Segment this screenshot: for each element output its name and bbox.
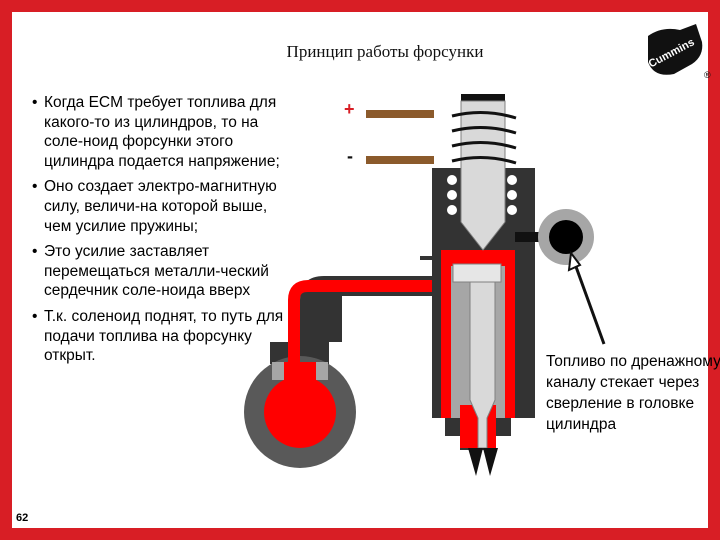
plus-sign: +	[344, 99, 355, 119]
wire-minus	[366, 156, 434, 164]
drain-ball-inner	[549, 220, 583, 254]
bullet-list: • Когда ECM требует топлива для какого-то…	[30, 93, 285, 372]
solenoid-coil	[451, 110, 517, 165]
bullet-dot: •	[32, 178, 38, 196]
bullet-item: • Это усилие заставляет перемещаться мета…	[30, 242, 285, 301]
drain-arrow	[573, 263, 606, 345]
page-number: 62	[16, 512, 29, 524]
solenoid-cap	[461, 94, 505, 102]
bullet-text: Оно создает электро-магнитную силу, вели…	[44, 178, 277, 235]
minus-sign: -	[347, 146, 353, 166]
bullet-text: Т.к. соленоид поднят, то путь для подачи…	[44, 307, 284, 365]
supply-pipe-outer	[300, 256, 437, 342]
bullet-item: • Когда ECM требует топлива для какого-то…	[30, 93, 285, 171]
supply-ball-inner	[264, 376, 336, 448]
bullet-dot: •	[32, 243, 38, 261]
supply-neck	[284, 362, 316, 402]
fuel-chamber-left	[441, 250, 451, 418]
supply-neck-gray-left	[272, 362, 284, 380]
spring-balls	[447, 175, 517, 215]
bullet-dot: •	[32, 94, 38, 111]
bullet-text: Когда ECM требует топлива для какого-то …	[44, 94, 280, 170]
wire-plus	[366, 110, 434, 118]
bullet-text: Это усилие заставляет перемещаться метал…	[44, 243, 269, 300]
drain-note: Топливо по дренажному каналу стекает чер…	[546, 353, 720, 433]
needle-collar	[452, 263, 502, 283]
logo-registered: ®	[704, 70, 711, 80]
page-title: Принцип работы форсунки	[286, 42, 484, 61]
drain-arrow-head	[567, 250, 582, 272]
cummins-logo: Cummins ®	[647, 24, 711, 80]
bullet-item: • Оно создает электро-магнитную силу, вел…	[30, 177, 285, 236]
supply-neck-gray-right	[316, 362, 328, 380]
bullet-dot: •	[32, 307, 38, 325]
drain-passage	[515, 232, 555, 242]
fuel-chamber-right	[505, 250, 515, 418]
nozzle-tip	[468, 448, 498, 476]
solenoid-armature	[460, 100, 506, 251]
fuel-chamber-top	[441, 250, 515, 266]
bullet-item: • Т.к. соленоид поднят, то путь для подач…	[30, 307, 285, 366]
fuel-line	[288, 280, 440, 362]
